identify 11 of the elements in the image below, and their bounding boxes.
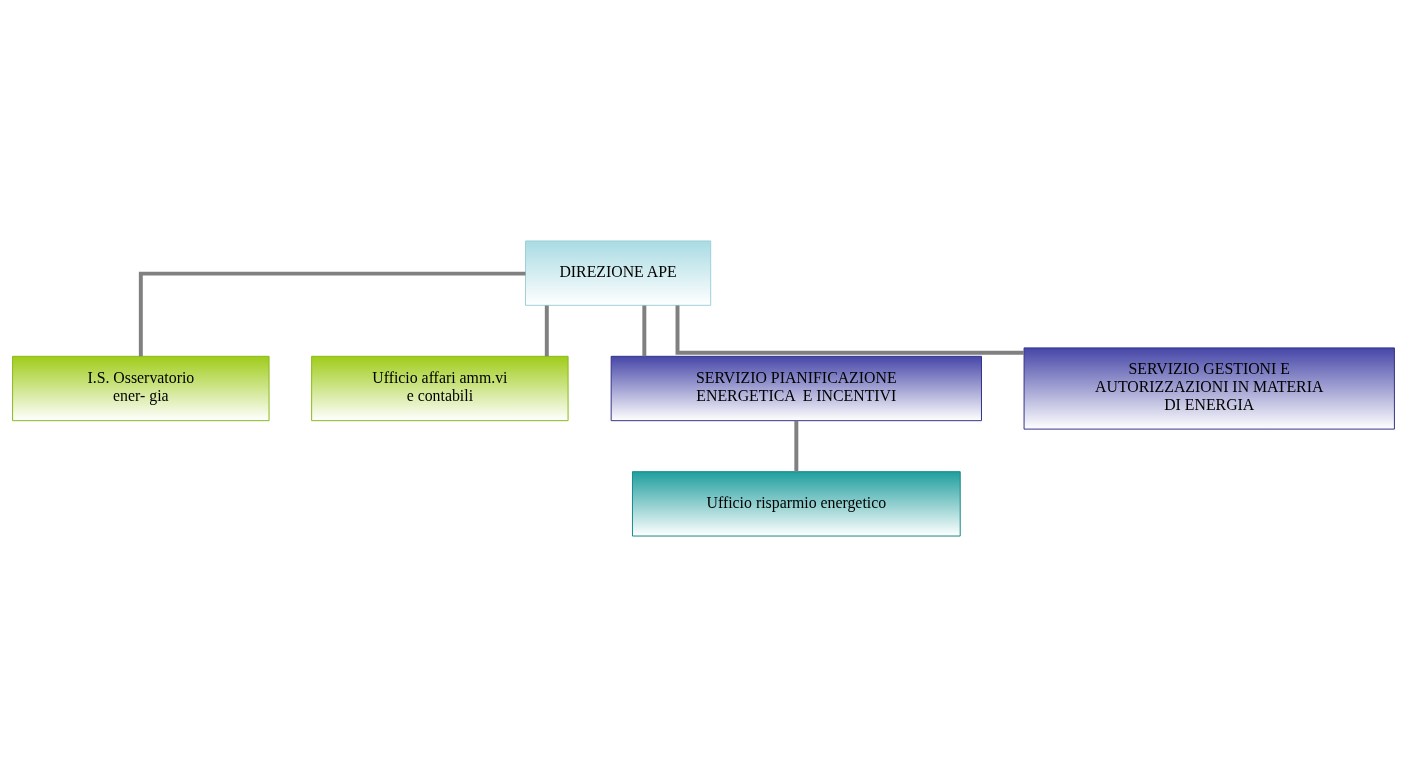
node-box: DIREZIONE APE [525, 239, 712, 306]
connector [138, 271, 526, 356]
connector [675, 305, 1024, 355]
node-box: SERVIZIO PIANIFICAZIONE ENERGETICA E INCENTIVI [610, 355, 982, 421]
connector [642, 305, 647, 356]
node-box: Ufficio affari amm.vi e contabili [311, 355, 569, 421]
node-box: SERVIZIO GESTIONI E AUTORIZZAZIONI IN MATERIA DI ENERGIA [1023, 346, 1395, 430]
connector [794, 420, 799, 472]
connector [544, 305, 549, 356]
node-box: Ufficio risparmio energetico [631, 470, 961, 537]
node-box: I.S. Osservatorio ener- gia [12, 355, 270, 421]
